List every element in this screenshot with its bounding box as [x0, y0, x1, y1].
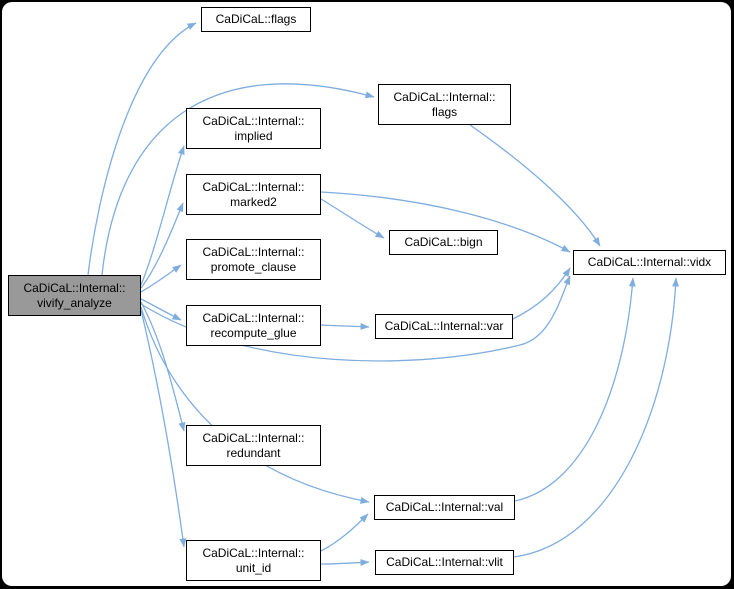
node-internal_flags-label-line-0: CaDiCaL::Internal:: — [393, 89, 496, 104]
node-marked2[interactable]: CaDiCaL::Internal::marked2 — [186, 174, 321, 215]
node-internal_flags-label-line-1: flags — [431, 104, 458, 119]
node-marked2-label-line-0: CaDiCaL::Internal:: — [202, 179, 305, 194]
node-recompute_glue[interactable]: CaDiCaL::Internal::recompute_glue — [186, 305, 321, 346]
node-unit_id-label-line-0: CaDiCaL::Internal:: — [202, 545, 305, 560]
node-marked2-label-line-1: marked2 — [230, 194, 277, 209]
node-unit_id-label-line-1: unit_id — [235, 560, 272, 575]
node-redundant-label-line-0: CaDiCaL::Internal:: — [202, 430, 305, 445]
node-bign[interactable]: CaDiCaL::bign — [389, 230, 498, 255]
node-bign-label-line-0: CaDiCaL::bign — [404, 235, 483, 249]
node-cadical_flags[interactable]: CaDiCaL::flags — [201, 7, 311, 32]
node-redundant-label-line-1: redundant — [226, 445, 281, 460]
node-vlit-label-line-0: CaDiCaL::Internal::vlit — [386, 555, 503, 569]
node-implied[interactable]: CaDiCaL::Internal::implied — [186, 108, 321, 149]
node-internal_flags[interactable]: CaDiCaL::Internal::flags — [378, 84, 511, 125]
node-implied-label-line-1: implied — [234, 128, 273, 143]
node-recompute_glue-label-line-1: recompute_glue — [210, 325, 297, 340]
node-implied-label-line-0: CaDiCaL::Internal:: — [202, 113, 305, 128]
node-vivify_analyze-label-line-1: vivify_analyze — [37, 295, 112, 310]
node-vlit[interactable]: CaDiCaL::Internal::vlit — [375, 550, 514, 575]
node-promote_clause-label-line-0: CaDiCaL::Internal:: — [202, 244, 305, 259]
node-vivify_analyze: CaDiCaL::Internal::vivify_analyze — [8, 275, 141, 316]
node-vidx[interactable]: CaDiCaL::Internal::vidx — [573, 250, 726, 275]
node-val[interactable]: CaDiCaL::Internal::val — [374, 495, 515, 520]
node-unit_id[interactable]: CaDiCaL::Internal::unit_id — [186, 540, 321, 581]
node-var[interactable]: CaDiCaL::Internal::var — [375, 314, 513, 339]
node-promote_clause-label-line-1: promote_clause — [210, 259, 297, 274]
node-recompute_glue-label-line-0: CaDiCaL::Internal:: — [202, 310, 305, 325]
node-vivify_analyze-label-line-0: CaDiCaL::Internal:: — [23, 280, 126, 295]
node-cadical_flags-label-line-0: CaDiCaL::flags — [215, 12, 297, 26]
node-vidx-label-line-0: CaDiCaL::Internal::vidx — [587, 255, 712, 269]
node-val-label-line-0: CaDiCaL::Internal::val — [385, 500, 504, 514]
node-promote_clause[interactable]: CaDiCaL::Internal::promote_clause — [186, 239, 321, 280]
node-redundant[interactable]: CaDiCaL::Internal::redundant — [186, 425, 321, 466]
node-var-label-line-0: CaDiCaL::Internal::var — [384, 319, 504, 333]
